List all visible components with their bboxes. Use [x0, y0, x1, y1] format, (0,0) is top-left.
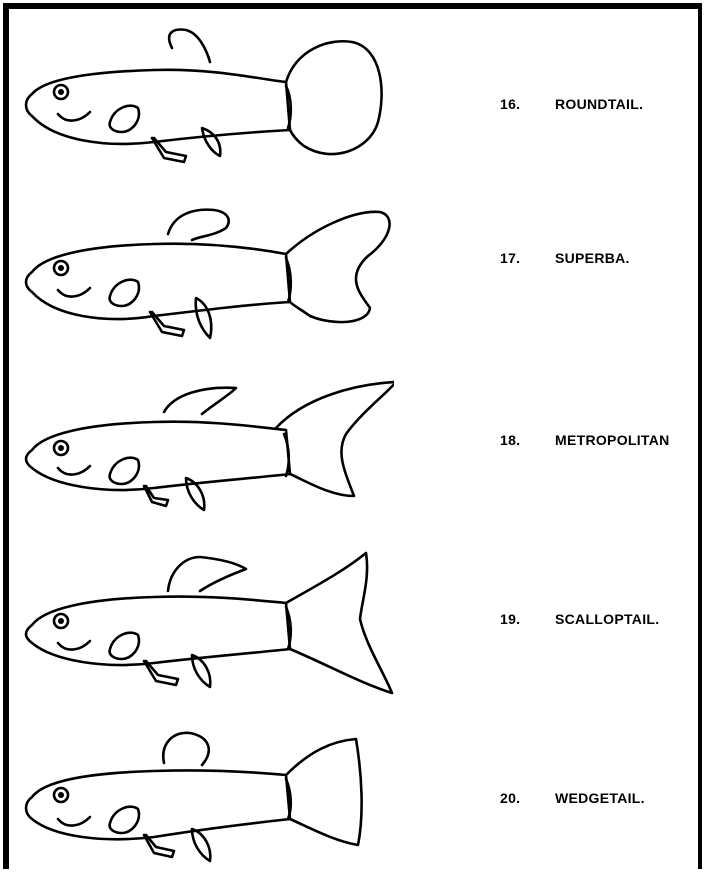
- metropolitan-fish-drawing: [14, 370, 394, 540]
- variety-name: WEDGETAIL.: [555, 790, 645, 814]
- variety-name: METROPOLITAN: [555, 432, 670, 456]
- scalloptail-fish-drawing: [14, 545, 394, 715]
- variety-name: ROUNDTAIL.: [555, 96, 643, 120]
- variety-number: 18.: [500, 432, 520, 456]
- roundtail-fish-drawing: [14, 20, 394, 190]
- variety-number: 17.: [500, 250, 520, 274]
- variety-number: 16.: [500, 96, 520, 120]
- wedgetail-fish-drawing: [14, 715, 394, 885]
- superba-fish-drawing: [14, 198, 394, 368]
- variety-name: SUPERBA.: [555, 250, 630, 274]
- variety-number: 20.: [500, 790, 520, 814]
- variety-number: 19.: [500, 611, 520, 635]
- variety-name: SCALLOPTAIL.: [555, 611, 659, 635]
